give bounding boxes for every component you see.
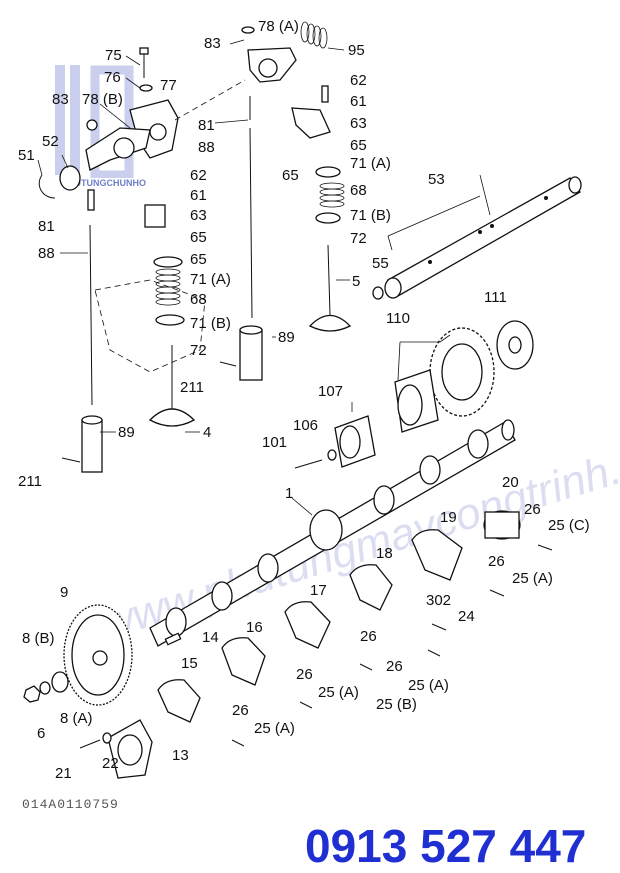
label-211a: 211 (180, 379, 204, 396)
cam-gear (23, 604, 182, 706)
label-15: 15 (181, 655, 198, 672)
label-63a: 63 (190, 207, 207, 224)
label-13: 13 (172, 747, 189, 764)
label-8b: 8 (B) (22, 630, 55, 647)
label-26c: 26 (360, 628, 377, 645)
label-76: 76 (104, 69, 121, 86)
label-63b: 63 (350, 115, 367, 132)
label-89b: 89 (278, 329, 295, 346)
idler-gear-assembly (294, 320, 534, 469)
label-83a: 83 (52, 91, 69, 108)
label-25a-2: 25 (A) (408, 677, 449, 694)
label-65c: 65 (350, 137, 367, 154)
rocker-shaft (372, 176, 582, 300)
label-77: 77 (160, 77, 177, 94)
label-65d: 65 (282, 167, 299, 184)
label-21: 21 (55, 765, 72, 782)
label-14: 14 (202, 629, 219, 646)
camshaft-bearings (157, 510, 521, 723)
label-78a: 78 (A) (258, 18, 299, 35)
diagram-code: 014A0110759 (22, 797, 119, 812)
label-25b: 25 (B) (376, 696, 417, 713)
label-95: 95 (348, 42, 365, 59)
label-68b: 68 (350, 182, 367, 199)
label-81a: 81 (38, 218, 55, 235)
label-25c: 25 (C) (548, 517, 590, 534)
label-16: 16 (246, 619, 263, 636)
label-9: 9 (60, 584, 68, 601)
part-labels: 75 76 77 83 78 (B) 52 51 81 88 62 61 63 … (18, 18, 590, 782)
label-26d: 26 (386, 658, 403, 675)
label-5: 5 (352, 273, 360, 290)
label-81b: 81 (198, 117, 215, 134)
watermark-logo-text: PHUTUNGCHUNHO (62, 178, 146, 188)
label-72b: 72 (350, 230, 367, 247)
label-51: 51 (18, 147, 35, 164)
label-24: 24 (458, 608, 475, 625)
label-75: 75 (105, 47, 122, 64)
label-25a-3: 25 (A) (318, 684, 359, 701)
label-107: 107 (318, 383, 343, 400)
label-110: 110 (386, 310, 410, 327)
label-88b: 88 (198, 139, 215, 156)
label-61a: 61 (190, 187, 207, 204)
label-61b: 61 (350, 93, 367, 110)
label-71a-right: 71 (A) (350, 155, 391, 172)
label-68a: 68 (190, 291, 207, 308)
left-valve-assembly (38, 47, 206, 473)
label-302: 302 (426, 592, 451, 609)
right-valve-assembly (291, 85, 352, 332)
label-8a: 8 (A) (60, 710, 93, 727)
label-65a: 65 (190, 229, 207, 246)
label-25a-4: 25 (A) (254, 720, 295, 737)
label-72a: 72 (190, 342, 207, 359)
leader-lines (37, 39, 491, 516)
label-211b: 211 (18, 473, 42, 490)
label-71b-right: 71 (B) (350, 207, 391, 224)
label-18: 18 (376, 545, 393, 562)
label-71a-left: 71 (A) (190, 271, 231, 288)
label-25a-1: 25 (A) (512, 570, 553, 587)
label-26e: 26 (296, 666, 313, 683)
phone-number: 0913 527 447 (305, 820, 586, 872)
label-19: 19 (440, 509, 457, 526)
camshaft (149, 419, 516, 647)
label-89a: 89 (118, 424, 135, 441)
label-6: 6 (37, 725, 45, 742)
label-62b: 62 (350, 72, 367, 89)
label-1: 1 (285, 485, 293, 502)
label-53: 53 (428, 171, 445, 188)
label-65b: 65 (190, 251, 207, 268)
label-17: 17 (310, 582, 327, 599)
label-22: 22 (102, 755, 119, 772)
label-88a: 88 (38, 245, 55, 262)
label-52: 52 (42, 133, 59, 150)
center-valve-assembly (174, 21, 328, 381)
bearing-bolts (231, 544, 553, 747)
label-106: 106 (293, 417, 318, 434)
label-83b: 83 (204, 35, 221, 52)
label-111: 111 (484, 289, 507, 306)
label-62a: 62 (190, 167, 207, 184)
label-71b-left: 71 (B) (190, 315, 231, 332)
label-78b: 78 (B) (82, 91, 123, 108)
label-101: 101 (262, 434, 287, 451)
label-55: 55 (372, 255, 389, 272)
thrust-plate (79, 719, 153, 779)
label-4: 4 (203, 424, 211, 441)
label-20: 20 (502, 474, 519, 491)
label-26a: 26 (524, 501, 541, 518)
label-26f: 26 (232, 702, 249, 719)
label-26b: 26 (488, 553, 505, 570)
